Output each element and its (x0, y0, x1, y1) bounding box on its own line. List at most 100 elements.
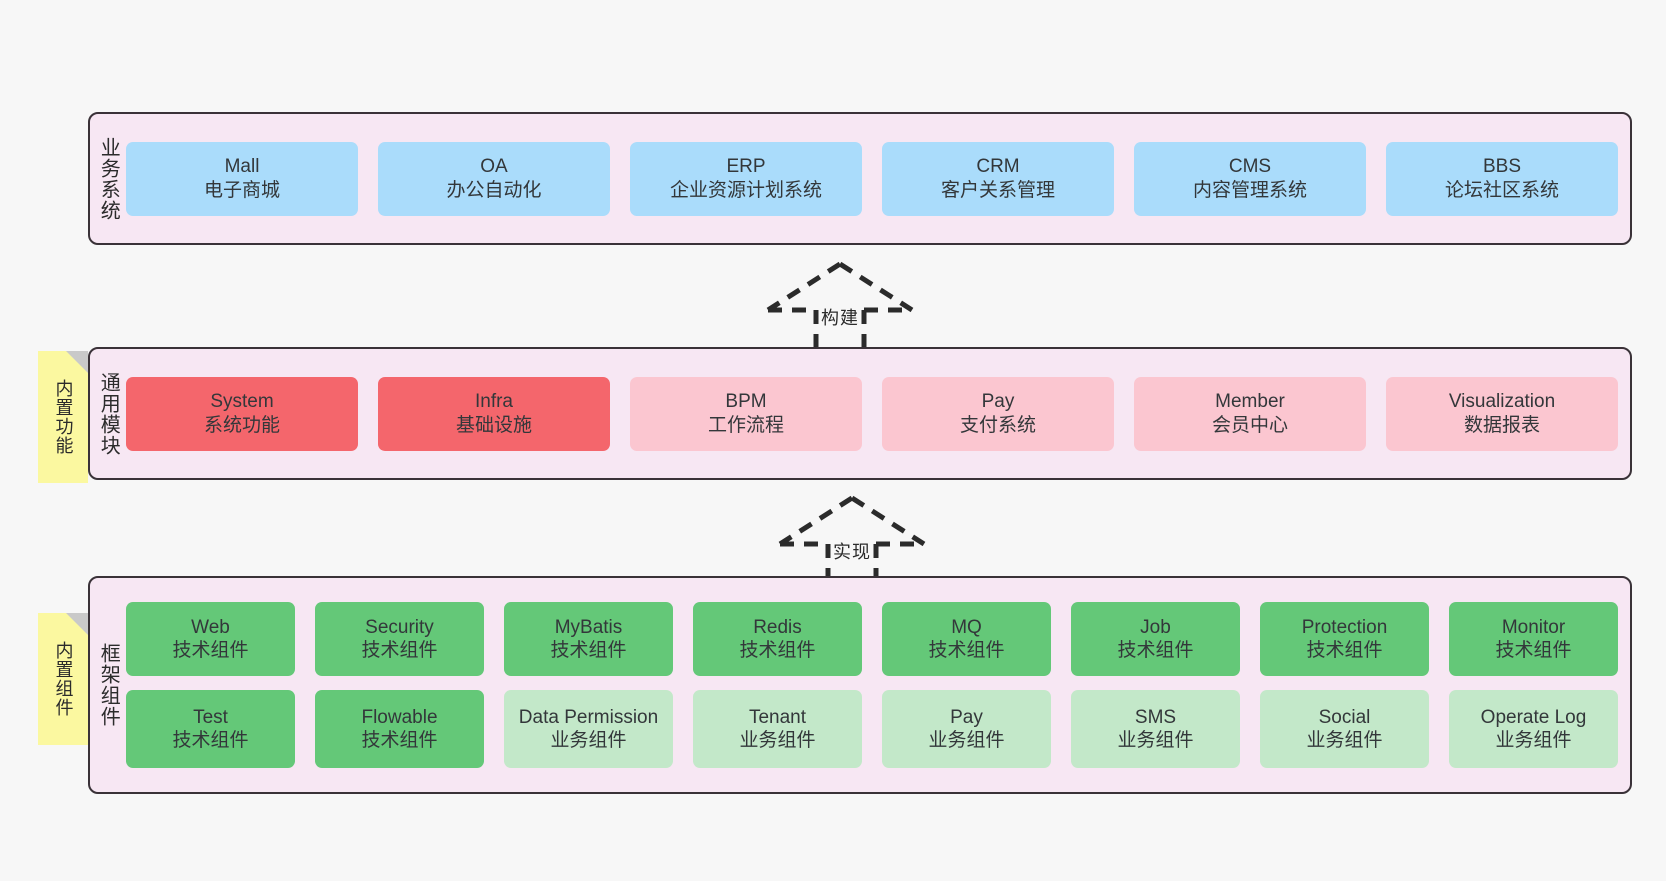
cell-subtitle: 论坛社区系统 (1444, 179, 1559, 201)
cell-subtitle: 技术组件 (172, 730, 249, 751)
layer-title-business-system: 业务系统 (97, 136, 120, 221)
cell-subtitle: 技术组件 (928, 640, 1005, 661)
cell-monitor[interactable]: Monitor 技术组件 (1449, 602, 1618, 676)
row-business-systems: Mall 电子商城 OA 办公自动化 ERP 企业资源计划系统 CRM 客户关系… (126, 141, 1618, 216)
note-label: 内置组件 (53, 641, 74, 717)
cell-title: Data Permission (518, 706, 659, 728)
layer-common-module: 通用模块 System 系统功能 Infra 基础设施 BPM 工作流程 Pay… (88, 347, 1632, 480)
cell-infra[interactable]: Infra 基础设施 (378, 376, 610, 451)
cell-title: Web (191, 616, 230, 638)
layer-framework-component: 框架组件 Web 技术组件 Security 技术组件 MyBatis 技术组件… (88, 576, 1632, 794)
row-common-modules: System 系统功能 Infra 基础设施 BPM 工作流程 Pay 支付系统… (126, 376, 1618, 451)
cell-subtitle: 支付系统 (959, 414, 1036, 436)
cell-pay-component[interactable]: Pay 业务组件 (882, 690, 1051, 768)
cell-job[interactable]: Job 技术组件 (1071, 602, 1240, 676)
cell-title: MQ (951, 616, 982, 638)
cell-protection[interactable]: Protection 技术组件 (1260, 602, 1429, 676)
cell-test[interactable]: Test 技术组件 (126, 690, 295, 768)
cell-visualization[interactable]: Visualization 数据报表 (1386, 376, 1618, 451)
cell-subtitle: 电子商城 (203, 179, 280, 201)
cell-subtitle: 企业资源计划系统 (669, 179, 822, 201)
cell-subtitle: 技术组件 (739, 640, 816, 661)
cell-subtitle: 业务组件 (739, 730, 816, 751)
cell-title: Tenant (748, 706, 807, 728)
cell-social[interactable]: Social 业务组件 (1260, 690, 1429, 768)
cell-title: Pay (981, 391, 1015, 413)
cell-web[interactable]: Web 技术组件 (126, 602, 295, 676)
cell-security[interactable]: Security 技术组件 (315, 602, 484, 676)
row-tech-components: Web 技术组件 Security 技术组件 MyBatis 技术组件 Redi… (126, 602, 1618, 676)
layer-title-common-module: 通用模块 (97, 371, 120, 456)
cell-title: SMS (1134, 706, 1177, 728)
connector-label-build: 构建 (821, 308, 859, 328)
cell-subtitle: 业务组件 (1495, 730, 1572, 751)
cell-oa[interactable]: OA 办公自动化 (378, 141, 610, 216)
cell-mq[interactable]: MQ 技术组件 (882, 602, 1051, 676)
cell-title: Protection (1301, 616, 1388, 638)
cell-subtitle: 技术组件 (1495, 640, 1572, 661)
cell-data-permission[interactable]: Data Permission 业务组件 (504, 690, 673, 768)
cell-title: Monitor (1501, 616, 1566, 638)
layer-business-system: 业务系统 Mall 电子商城 OA 办公自动化 ERP 企业资源计划系统 CRM… (88, 112, 1632, 245)
cell-tenant[interactable]: Tenant 业务组件 (693, 690, 862, 768)
cell-mybatis[interactable]: MyBatis 技术组件 (504, 602, 673, 676)
cell-subtitle: 业务组件 (928, 730, 1005, 751)
cell-title: Job (1140, 616, 1171, 638)
cell-subtitle: 技术组件 (1306, 640, 1383, 661)
cell-redis[interactable]: Redis 技术组件 (693, 602, 862, 676)
cell-subtitle: 业务组件 (550, 730, 627, 751)
cell-subtitle: 业务组件 (1117, 730, 1194, 751)
cell-mall[interactable]: Mall 电子商城 (126, 141, 358, 216)
cell-title: Pay (950, 706, 983, 728)
connector-label-implement: 实现 (833, 542, 871, 562)
cell-title: OA (480, 156, 508, 178)
cell-title: BPM (725, 391, 767, 413)
cell-crm[interactable]: CRM 客户关系管理 (882, 141, 1114, 216)
cell-member[interactable]: Member 会员中心 (1134, 376, 1366, 451)
connector-build: 构建 (760, 258, 920, 359)
cell-flowable[interactable]: Flowable 技术组件 (315, 690, 484, 768)
cell-subtitle: 系统功能 (203, 414, 280, 436)
cell-subtitle: 数据报表 (1463, 414, 1540, 436)
layer-title-framework-component: 框架组件 (97, 643, 120, 727)
cell-bbs[interactable]: BBS 论坛社区系统 (1386, 141, 1618, 216)
cell-subtitle: 技术组件 (550, 640, 627, 661)
note-fold-corner-icon (66, 613, 88, 635)
row-business-components: Test 技术组件 Flowable 技术组件 Data Permission … (126, 690, 1618, 768)
cell-title: MyBatis (554, 616, 623, 638)
cell-title: Redis (753, 616, 802, 638)
cell-subtitle: 技术组件 (1117, 640, 1194, 661)
cell-title: Visualization (1448, 391, 1556, 413)
cell-pay-module[interactable]: Pay 支付系统 (882, 376, 1114, 451)
note-builtin-component: 内置组件 (38, 613, 88, 745)
cell-title: Security (365, 616, 434, 638)
layer-body-framework-component: Web 技术组件 Security 技术组件 MyBatis 技术组件 Redi… (126, 578, 1630, 792)
cell-subtitle: 办公自动化 (446, 179, 542, 201)
cell-operate-log[interactable]: Operate Log 业务组件 (1449, 690, 1618, 768)
cell-title: Social (1318, 706, 1371, 728)
cell-subtitle: 内容管理系统 (1192, 179, 1307, 201)
cell-subtitle: 技术组件 (361, 730, 438, 751)
cell-title: Member (1215, 391, 1285, 413)
cell-title: Infra (474, 391, 514, 413)
cell-bpm[interactable]: BPM 工作流程 (630, 376, 862, 451)
note-builtin-function: 内置功能 (38, 351, 88, 483)
cell-title: Operate Log (1480, 706, 1587, 728)
cell-title: CRM (976, 156, 1020, 178)
cell-subtitle: 技术组件 (361, 640, 438, 661)
cell-title: Mall (224, 156, 260, 178)
note-fold-corner-icon (66, 351, 88, 373)
cell-subtitle: 技术组件 (172, 640, 249, 661)
layer-body-business-system: Mall 电子商城 OA 办公自动化 ERP 企业资源计划系统 CRM 客户关系… (126, 114, 1630, 243)
cell-system[interactable]: System 系统功能 (126, 376, 358, 451)
cell-title: CMS (1228, 156, 1272, 178)
cell-subtitle: 客户关系管理 (940, 179, 1055, 201)
cell-subtitle: 基础设施 (455, 414, 532, 436)
cell-sms[interactable]: SMS 业务组件 (1071, 690, 1240, 768)
cell-cms[interactable]: CMS 内容管理系统 (1134, 141, 1366, 216)
cell-erp[interactable]: ERP 企业资源计划系统 (630, 141, 862, 216)
cell-title: ERP (726, 156, 766, 178)
cell-title: Flowable (361, 706, 438, 728)
cell-subtitle: 业务组件 (1306, 730, 1383, 751)
